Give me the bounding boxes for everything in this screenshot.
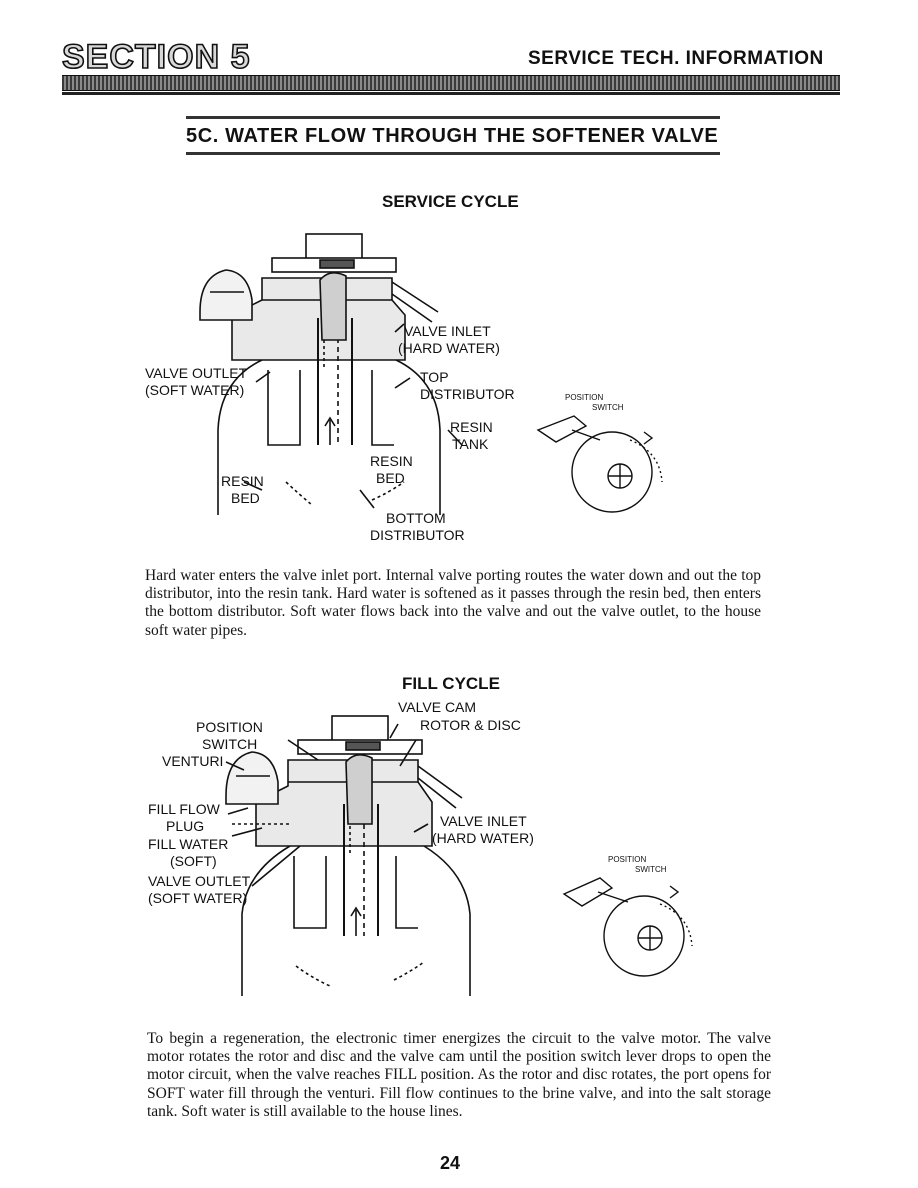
label-hard-water-fill: (HARD WATER) xyxy=(432,830,534,846)
label-valve-inlet-fill: VALVE INLET xyxy=(440,813,527,829)
label-top: TOP xyxy=(420,369,449,385)
header-band xyxy=(62,75,840,91)
label-resin-right-1: RESIN xyxy=(370,453,413,469)
subheading-top-rule xyxy=(186,116,720,119)
label-soft-water: (SOFT WATER) xyxy=(145,382,244,398)
label-bottom: BOTTOM xyxy=(386,510,446,526)
label-inset-switch-fill: SWITCH xyxy=(635,865,667,874)
label-venturi: VENTURI xyxy=(162,753,223,769)
label-rotor-disc: ROTOR & DISC xyxy=(420,717,521,733)
label-resin-tank-1: RESIN xyxy=(450,419,493,435)
label-inset-position: POSITION xyxy=(565,393,603,402)
label-inset-position-fill: POSITION xyxy=(608,855,646,864)
label-resin-bed-2: BED xyxy=(231,490,260,506)
fill-cycle-diagram: VALVE CAM ROTOR & DISC POSITION SWITCH V… xyxy=(148,699,693,996)
label-valve-outlet: VALVE OUTLET xyxy=(145,365,248,381)
service-cycle-diagram: VALVE INLET (HARD WATER) VALVE OUTLET (S… xyxy=(145,233,663,543)
fill-cycle-description: To begin a regeneration, the electronic … xyxy=(147,1030,771,1120)
service-cycle-title: SERVICE CYCLE xyxy=(382,192,519,211)
label-fill-flow: FILL FLOW xyxy=(148,801,221,817)
service-cycle-description: Hard water enters the valve inlet port. … xyxy=(145,567,761,639)
position-switch-inset xyxy=(536,415,663,513)
label-hard-water: (HARD WATER) xyxy=(398,340,500,356)
label-bottom-distributor: DISTRIBUTOR xyxy=(370,527,465,543)
label-resin-tank-2: TANK xyxy=(452,436,489,452)
label-resin-bed-1: RESIN xyxy=(221,473,264,489)
label-distributor: DISTRIBUTOR xyxy=(420,386,515,402)
label-valve-outlet-fill: VALVE OUTLET xyxy=(148,873,251,889)
label-switch: SWITCH xyxy=(202,736,257,752)
label-valve-inlet: VALVE INLET xyxy=(404,323,491,339)
page-number: 24 xyxy=(440,1153,461,1173)
fill-cycle-title: FILL CYCLE xyxy=(402,674,500,693)
label-soft-water-fill: (SOFT WATER) xyxy=(148,890,247,906)
label-inset-switch: SWITCH xyxy=(592,403,624,412)
header-rule xyxy=(62,92,840,95)
section-title: SECTION 5 xyxy=(61,37,251,77)
label-soft: (SOFT) xyxy=(170,853,217,869)
section-subtitle: SERVICE TECH. INFORMATION xyxy=(528,48,824,69)
label-fill-water: FILL WATER xyxy=(148,836,228,852)
label-valve-cam: VALVE CAM xyxy=(398,699,476,715)
label-position: POSITION xyxy=(196,719,263,735)
label-bed-right: BED xyxy=(376,470,405,486)
subheading: 5C. WATER FLOW THROUGH THE SOFTENER VALV… xyxy=(186,125,719,147)
position-switch-inset-fill xyxy=(562,877,693,977)
label-plug: PLUG xyxy=(166,818,204,834)
subheading-bottom-rule xyxy=(186,152,720,155)
